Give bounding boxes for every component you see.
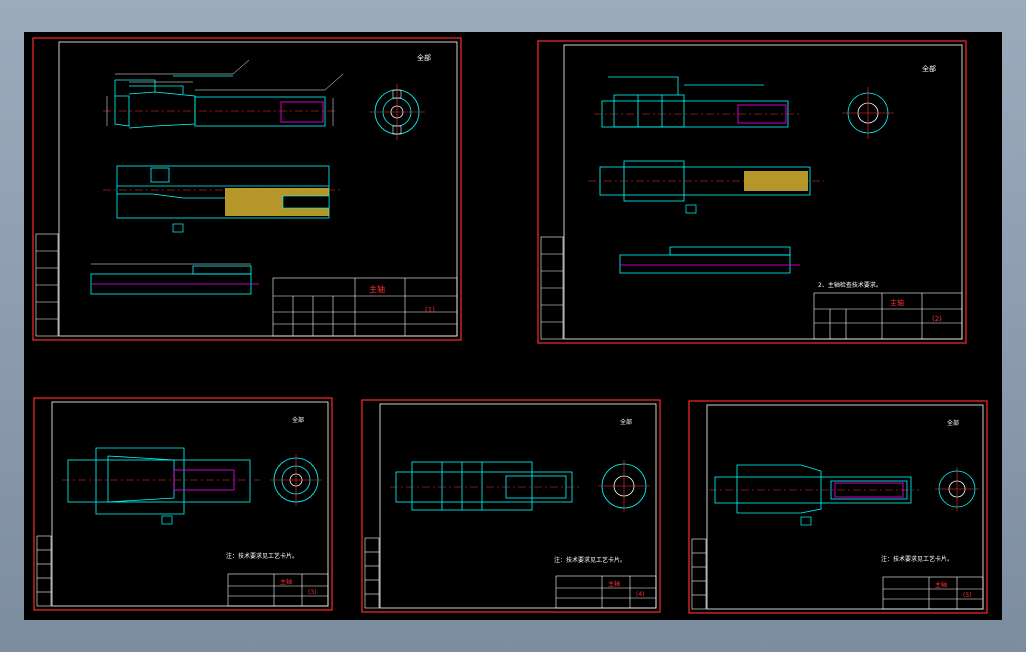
drawing-canvas[interactable]: 全部 <box>24 32 1002 620</box>
sheet-2-hatch-region <box>744 171 808 191</box>
sheet-4-drawing-name: 主轴 <box>608 580 620 588</box>
sheet-3-stamp: (3) <box>308 589 317 596</box>
sheet-5-inner-frame <box>706 404 984 610</box>
sheet-5-note: 注：技术要求见工艺卡片。 <box>881 555 953 563</box>
sheet-3[interactable]: 全部 注：技术要求见工艺卡片。 <box>33 397 333 611</box>
sheet-4-note: 注：技术要求见工艺卡片。 <box>554 556 626 564</box>
sheet-4-section-circle <box>598 460 650 512</box>
sheet-1-dimensions <box>106 59 344 126</box>
sheet-1[interactable]: 全部 <box>32 37 462 341</box>
sheet-1-inner-frame <box>58 41 458 337</box>
sheet-4-title-block <box>555 575 657 609</box>
sheet-3-section-mark <box>161 515 173 525</box>
sheet-5-section-mark <box>800 516 812 526</box>
sheet-5-side-tabs <box>691 538 707 610</box>
sheet-4-border <box>361 399 661 613</box>
sheet-1-bore <box>280 101 324 123</box>
sheet-2-spindle-view <box>601 76 789 128</box>
sheet-1-stamp: (1) <box>425 306 435 314</box>
sheet-4-side-tabs <box>364 537 380 609</box>
sheet-2-roughness-note: 全部 <box>922 64 936 73</box>
sheet-5-border <box>688 400 988 614</box>
sheet-3-roughness-note: 全部 <box>292 416 304 424</box>
sheet-4-spindle-view <box>395 461 573 511</box>
cad-drawing: 全部 <box>32 37 988 614</box>
sheet-1-shaft-view <box>90 263 259 295</box>
sheet-1-drawing-name: 主轴 <box>369 284 385 294</box>
sheet-1-title-block <box>272 277 458 337</box>
sheet-5[interactable]: 全部 注：技术要求见工艺卡片。 <box>688 400 988 614</box>
sheet-5-section-circle <box>935 467 979 511</box>
sheet-5-title-block <box>882 576 984 610</box>
sheet-5-stamp: (5) <box>963 592 972 599</box>
sheet-4[interactable]: 全部 注：技术要求见工艺卡片。 <box>361 399 661 613</box>
sheet-2-note: 2、主轴检查技术要求。 <box>818 281 882 289</box>
sheet-2-border <box>537 40 967 344</box>
sheet-2-section-mark <box>685 204 697 214</box>
sheet-3-drawing-name: 主轴 <box>280 578 292 586</box>
sheet-1-spindle-view <box>114 75 326 129</box>
sheet-3-border <box>33 397 333 611</box>
sheet-1-section-mark <box>172 223 184 233</box>
sheet-2-shaft-view <box>619 246 800 274</box>
sheet-1-hatch-bore <box>282 195 330 209</box>
sheet-1-roughness-note: 全部 <box>417 53 431 62</box>
sheet-1-section-circle <box>369 84 425 140</box>
sheet-5-spindle-view <box>714 464 912 514</box>
sheet-2-side-tabs <box>540 236 564 340</box>
sheet-4-roughness-note: 全部 <box>620 418 632 426</box>
sheet-2-drawing-name: 主轴 <box>890 298 904 307</box>
sheet-1-side-tabs <box>35 233 59 337</box>
sheet-2[interactable]: 全部 <box>537 40 967 344</box>
sheet-1-border <box>32 37 462 341</box>
sheet-4-stamp: (4) <box>636 591 645 598</box>
sheet-3-title-block <box>227 573 329 607</box>
sheet-3-side-tabs <box>36 535 52 607</box>
sheet-4-inner-frame <box>379 403 657 609</box>
sheet-3-inner-frame <box>51 401 329 607</box>
sheet-2-section-circle <box>842 87 894 139</box>
sheet-3-spindle-view <box>67 447 251 515</box>
sheet-5-drawing-name: 主轴 <box>935 581 947 589</box>
sheet-2-title-block <box>813 292 963 340</box>
sheet-3-note: 注：技术要求见工艺卡片。 <box>226 552 298 560</box>
sheet-2-stamp: (2) <box>932 315 942 323</box>
sheet-5-roughness-note: 全部 <box>947 419 959 427</box>
sheet-2-inner-frame <box>563 44 963 340</box>
sheet-3-section-circle <box>270 454 322 506</box>
